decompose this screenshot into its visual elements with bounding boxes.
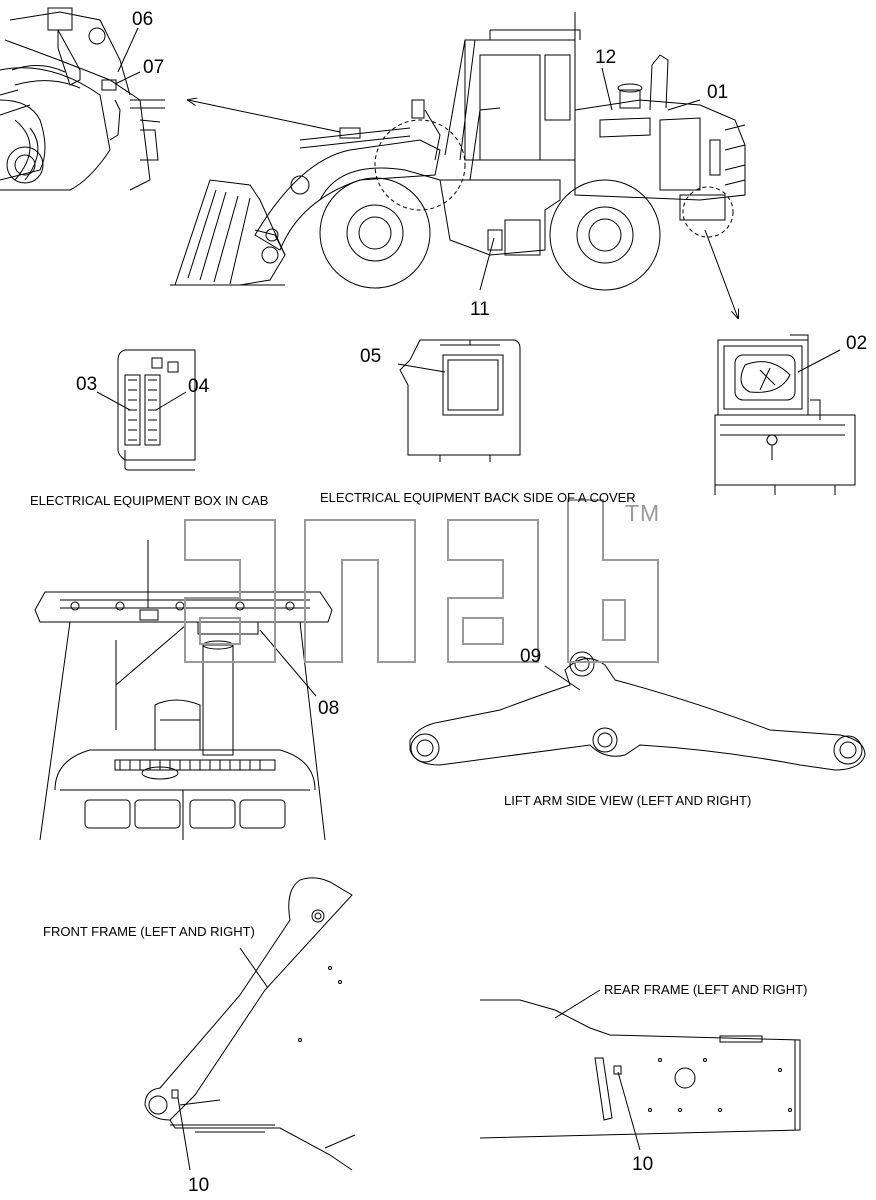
caption-back-of-cover: ELECTRICAL EQUIPMENT BACK SIDE OF A COVE… (320, 490, 636, 505)
callout-06: 06 (132, 9, 154, 30)
watermark-tm: TM (625, 500, 661, 526)
wheel-loader-side-view (170, 12, 746, 291)
rear-frame (479, 999, 801, 1139)
callout-02: 02 (846, 333, 868, 354)
callout-10-rear: 10 (632, 1154, 654, 1175)
caption-front-frame: FRONT FRAME (LEFT AND RIGHT) (43, 924, 255, 939)
electrical-cover (399, 339, 521, 462)
callout-12: 12 (595, 47, 617, 68)
callout-03: 03 (76, 374, 98, 395)
callout-04: 04 (188, 376, 210, 397)
callout-07: 07 (143, 57, 165, 78)
caption-box-in-cab: ELECTRICAL EQUIPMENT BOX IN CAB (30, 493, 269, 508)
caption-rear-frame: REAR FRAME (LEFT AND RIGHT) (604, 982, 808, 997)
callout-01: 01 (707, 82, 729, 103)
callout-10-front: 10 (188, 1175, 210, 1196)
leader-lines (96, 27, 841, 1171)
caption-lift-arm: LIFT ARM SIDE VIEW (LEFT AND RIGHT) (504, 793, 752, 808)
battery-box (714, 334, 856, 495)
electrical-box-in-cab (117, 349, 196, 471)
watermark (184, 499, 659, 663)
callout-09: 09 (520, 646, 542, 667)
callout-11: 11 (470, 299, 490, 320)
callout-05: 05 (360, 346, 382, 367)
cab-front-view (34, 540, 333, 841)
callout-08: 08 (318, 698, 340, 719)
front-frame (144, 877, 356, 1171)
hinge-detail (0, 7, 165, 191)
lift-arm (409, 651, 866, 771)
